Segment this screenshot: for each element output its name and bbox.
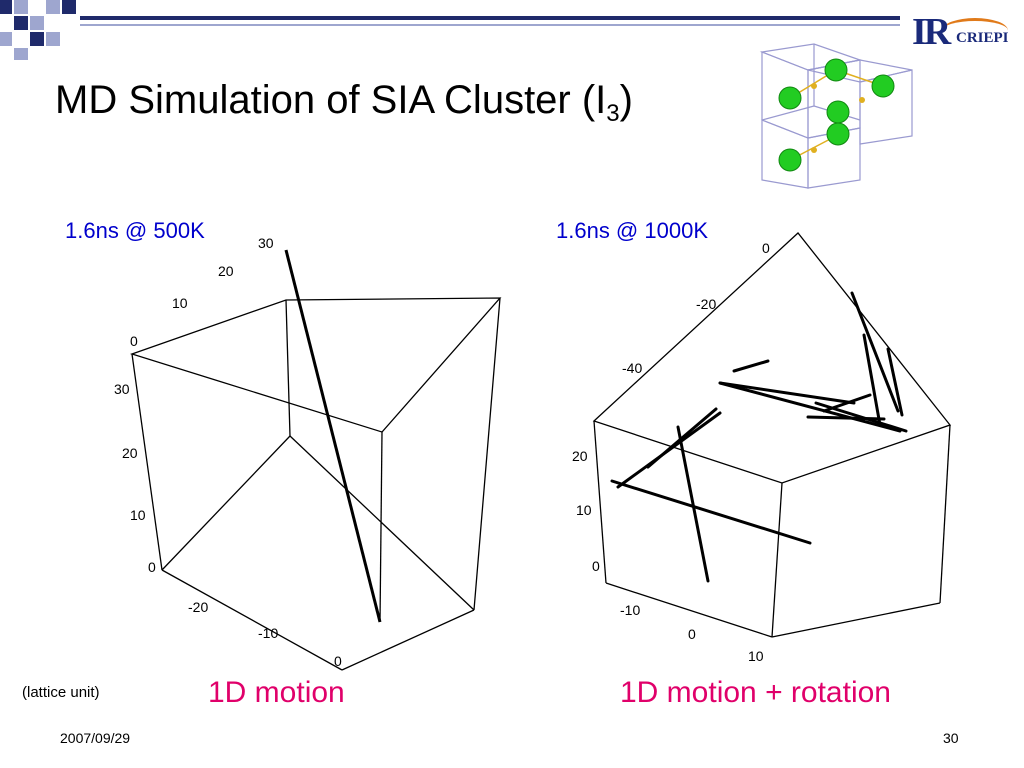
y-tick-30: 30 bbox=[114, 381, 130, 397]
left-motion-label: 1D motion bbox=[208, 676, 345, 709]
header-decoration bbox=[0, 0, 900, 60]
crystal-structure-diagram bbox=[759, 43, 913, 189]
z-tick-20: 20 bbox=[572, 448, 588, 464]
z-tick-10: 10 bbox=[576, 502, 592, 518]
y-tick-0: 0 bbox=[148, 559, 156, 575]
right-motion-label: 1D motion + rotation bbox=[620, 676, 891, 709]
z-tick-0: 0 bbox=[592, 558, 600, 574]
right-panel-caption: 1.6ns @ 1000K bbox=[556, 218, 708, 243]
top-tick-m20: -20 bbox=[696, 296, 716, 312]
z-tick-0: 0 bbox=[130, 333, 138, 349]
page-number: 30 bbox=[943, 730, 959, 746]
top-tick-0: 0 bbox=[762, 240, 770, 256]
top-tick-m40: -40 bbox=[622, 360, 642, 376]
y-tick-10: 10 bbox=[130, 507, 146, 523]
x-tick-m20: -20 bbox=[188, 599, 208, 615]
x-tick-m10: -10 bbox=[620, 602, 640, 618]
slide-title: MD Simulation of SIA Cluster (I3) bbox=[55, 78, 633, 127]
left-trajectory-plot: 30 20 10 0 0 10 20 30 -20 -10 0 bbox=[114, 235, 502, 671]
y-tick-20: 20 bbox=[122, 445, 138, 461]
z-tick-10: 10 bbox=[172, 295, 188, 311]
left-panel-caption: 1.6ns @ 500K bbox=[65, 218, 205, 243]
slide-date: 2007/09/29 bbox=[60, 730, 131, 746]
unit-note: (lattice unit) bbox=[22, 684, 100, 701]
criepi-logo: IR CRIEPI bbox=[912, 11, 1009, 53]
z-tick-30: 30 bbox=[258, 235, 274, 251]
right-trajectory-plot: 0 -20 -40 20 10 0 -10 0 10 bbox=[572, 232, 952, 664]
x-tick-0: 0 bbox=[688, 626, 696, 642]
x-tick-0: 0 bbox=[334, 653, 342, 669]
x-tick-10: 10 bbox=[748, 648, 764, 664]
z-tick-20: 20 bbox=[218, 263, 234, 279]
x-tick-m10: -10 bbox=[258, 625, 278, 641]
